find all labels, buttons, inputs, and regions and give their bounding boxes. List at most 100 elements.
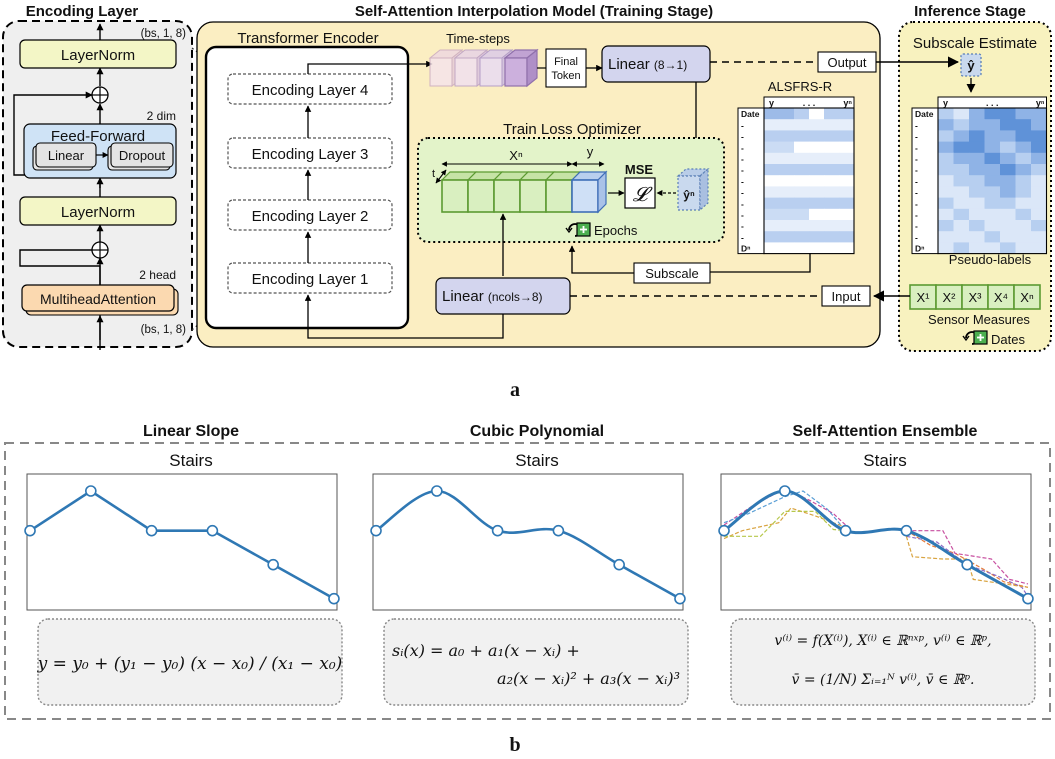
time-steps-label: Time-steps [446,31,510,46]
heat-cell [824,108,840,120]
table-row-dash: - [915,199,918,209]
output-label: Output [827,55,866,70]
heat-cell [764,152,780,165]
dropout-sub-label: Dropout [119,148,166,163]
ensemble-member-line [723,507,846,540]
heat-cell [824,175,840,187]
formula-box-ensemble: v⁽ⁱ⁾ = f(X⁽ⁱ⁾), X⁽ⁱ⁾ ∈ ℝⁿˣᵖ, v⁽ⁱ⁾ ∈ ℝᵖ, … [730,618,1036,706]
ensemble-member-line [906,530,1029,588]
epochs-label: Epochs [594,223,638,238]
table-row-dash: - [741,210,744,220]
input-box [821,285,871,307]
heat-cell [1031,164,1047,176]
heat-cell [1031,186,1047,198]
heat-cell [1015,197,1032,210]
heat-cell [764,197,780,210]
data-point [206,524,219,537]
table-header-yn: yⁿ [843,98,852,108]
heat-cell [1031,119,1047,131]
heat-cell [764,108,780,120]
heat-cell [984,186,1001,198]
formula-box-cubic: sᵢ(x) = a₀ + a₁(x − xᵢ) + a₂(x − xᵢ)² + … [383,618,689,706]
encoding-layer-3-label: Encoding Layer 3 [252,146,369,163]
heat-cell [809,220,825,232]
table-row-dash: - [915,232,918,242]
data-point [900,524,913,537]
heat-cell [953,231,970,243]
heat-cell [1000,186,1016,198]
heat-cell [1015,164,1032,176]
heat-cell [1015,130,1032,142]
heat-cell [779,130,795,142]
heat-cell [984,197,1001,210]
heat-cell [794,152,810,165]
heat-cell [824,130,840,142]
chart-frame [720,473,1032,611]
sensor-box [935,284,963,310]
heat-cell [1000,208,1016,221]
layernorm-bottom-label: LayerNorm [61,204,135,221]
heat-cell [839,208,855,221]
table-row-dash: - [915,210,918,220]
dim-label: 2 dim [147,109,176,123]
heat-cell [809,197,825,210]
table-row-date: Date [915,109,934,119]
heat-cell [779,186,795,198]
heat-cell [1031,197,1047,210]
head-label: 2 head [139,268,176,282]
heat-cell [839,130,855,142]
table-row-dash: - [915,132,918,142]
heat-cell [969,175,985,187]
heat-cell [839,141,855,154]
heat-cell [1000,175,1016,187]
chart-subtitle: Stairs [515,451,558,470]
series-line [723,489,1029,600]
table-row-dash: - [741,199,744,209]
heat-cell [1015,186,1032,198]
table-row-dash: - [915,176,918,186]
caption-a: a [510,379,520,401]
dates-loop-icon [962,330,988,345]
heat-cell [1000,231,1016,243]
heat-cell [779,220,795,232]
final-token-label-2: Token [551,70,580,82]
encoding-layer-4-box [227,73,393,105]
data-point [961,558,973,571]
layernorm-bottom-box [19,196,177,226]
yhat-n-cube: ŷⁿ [676,167,710,212]
heat-cell [779,152,795,165]
heat-cell [984,208,1001,221]
heat-cell [984,220,1001,232]
heat-cell [794,108,810,120]
chart-title: Self-Attention Ensemble [793,423,978,440]
table-row-dash: - [915,221,918,231]
sensor-box [961,284,989,310]
heat-cell [953,220,970,232]
t-axis-label: t [432,168,435,180]
encoding-layer-1-label: Encoding Layer 1 [252,271,369,288]
heat-cell [764,186,780,198]
table-header-yn: yⁿ [1036,98,1045,108]
heat-cell [794,164,810,176]
ensemble-member-line [724,510,846,537]
heat-cell [779,119,795,131]
table-row-dash: - [741,232,744,242]
heat-cell [969,119,985,131]
heat-cell [839,220,855,232]
time-steps-cubes [428,48,539,88]
heat-cell [1000,130,1016,142]
chart-frame [26,473,338,611]
xn-label: Xⁿ [509,148,523,163]
data-point [267,558,279,571]
heat-cell [824,152,840,165]
tensor-cube [493,179,521,213]
data-point [491,524,504,537]
heat-cell [764,208,780,221]
mse-label: MSE [625,162,654,177]
heat-cell [953,130,970,142]
sensor-label: X¹ [917,290,931,305]
tensor-cube [545,179,573,213]
loss-box [624,177,656,209]
